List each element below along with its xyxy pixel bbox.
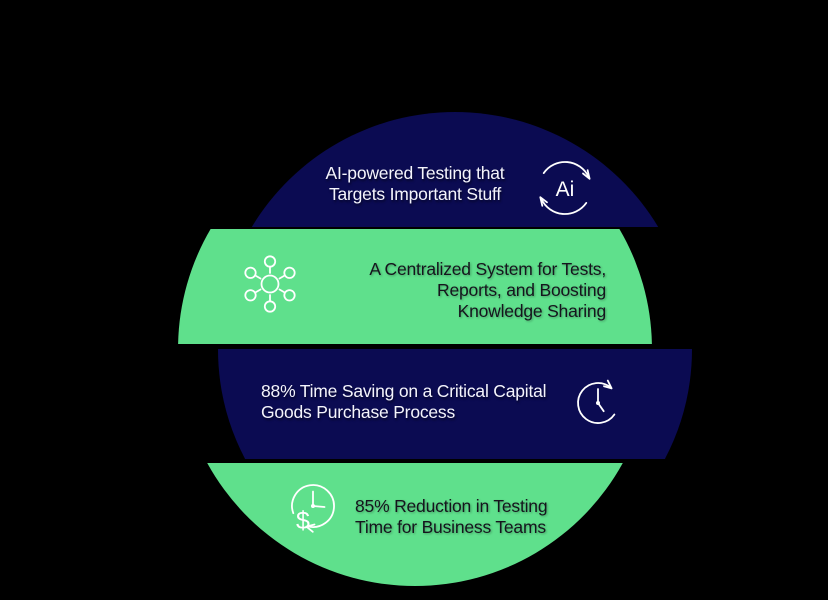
ai-icon-label: Ai	[556, 178, 575, 201]
band-label-centralized-system: A Centralized System for Tests, Reports,…	[355, 259, 606, 322]
band-shape-testing-reduction	[207, 463, 623, 587]
band-label-testing-reduction: 85% Reduction in Testing Time for Busine…	[355, 496, 585, 538]
dollar-icon-label: $	[296, 507, 310, 535]
network-hub-icon	[244, 255, 296, 313]
band-label-line: A Centralized System for Tests,	[369, 259, 606, 279]
clock-cycle-icon	[577, 379, 616, 424]
band-label-line: Reports, and Boosting	[437, 280, 606, 300]
band-label-line: AI-powered Testing that	[325, 163, 505, 183]
band-label-line: 85% Reduction in Testing	[355, 496, 548, 516]
band-shape-time-saving	[218, 349, 692, 459]
band-label-line: Targets Important Stuff	[328, 184, 502, 204]
ai-cycle-icon: Ai	[539, 161, 591, 215]
band-label-line: Goods Purchase Process	[261, 402, 456, 422]
band-label-ai-testing: AI-powered Testing that Targets Importan…	[303, 163, 527, 205]
money-time-icon: $	[291, 484, 335, 535]
band-shape-ai-testing	[251, 111, 659, 227]
band-label-line: 88% Time Saving on a Critical Capital	[261, 381, 547, 401]
band-label-line: Knowledge Sharing	[457, 301, 607, 321]
band-shape-centralized-system	[178, 229, 652, 344]
band-label-time-saving: 88% Time Saving on a Critical Capital Go…	[261, 381, 561, 423]
band-label-line: Time for Business Teams	[355, 517, 546, 537]
